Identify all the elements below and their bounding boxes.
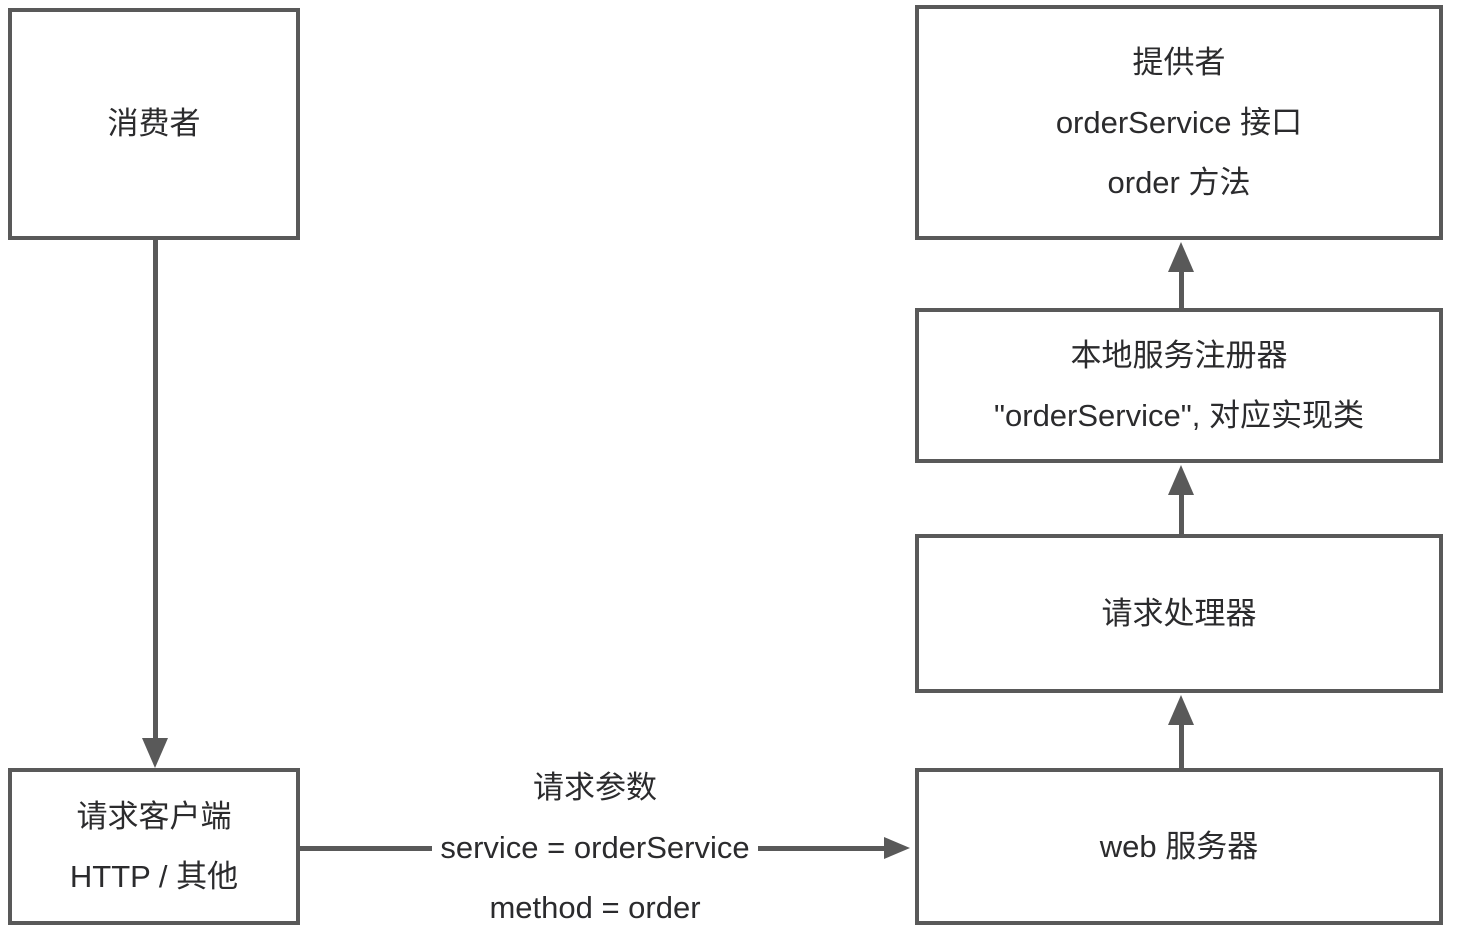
edge-label-method-param: method = order bbox=[489, 890, 701, 925]
arrow-up-icon bbox=[1168, 242, 1194, 272]
arrow-webserver-to-handler-line bbox=[1179, 722, 1184, 768]
node-local-registry-label-line2: "orderService", 对应实现类 bbox=[994, 397, 1364, 433]
node-consumer: 消费者 bbox=[8, 8, 300, 240]
arrow-registry-to-provider-line bbox=[1179, 269, 1184, 308]
node-provider-label-line2: orderService 接口 bbox=[1055, 104, 1303, 140]
node-request-client: 请求客户端 HTTP / 其他 bbox=[8, 768, 300, 925]
node-provider-label-line1: 提供者 bbox=[1132, 44, 1226, 80]
node-request-handler: 请求处理器 bbox=[915, 534, 1443, 693]
arrow-handler-to-registry-line bbox=[1179, 492, 1184, 534]
node-local-registry: 本地服务注册器 "orderService", 对应实现类 bbox=[915, 308, 1443, 463]
edge-label-service-param: service = orderService bbox=[330, 818, 860, 878]
node-provider: 提供者 orderService 接口 order 方法 bbox=[915, 5, 1443, 240]
arrow-down-icon bbox=[142, 738, 168, 768]
arrow-right-icon bbox=[884, 837, 910, 859]
node-web-server: web 服务器 bbox=[915, 768, 1443, 925]
arrow-up-icon bbox=[1168, 465, 1194, 495]
arrow-consumer-to-client-line bbox=[153, 240, 158, 740]
edge-label-request-params: 请求参数 service = orderService method = ord… bbox=[330, 758, 860, 938]
node-provider-label-line3: order 方法 bbox=[1107, 164, 1251, 200]
node-local-registry-label-line1: 本地服务注册器 bbox=[1070, 337, 1288, 373]
node-consumer-label: 消费者 bbox=[107, 106, 201, 141]
node-request-handler-label: 请求处理器 bbox=[1101, 595, 1257, 631]
node-request-client-label-line2: HTTP / 其他 bbox=[69, 858, 239, 894]
arrow-up-icon bbox=[1168, 695, 1194, 725]
node-request-client-label-line1: 请求客户端 bbox=[76, 798, 232, 834]
edge-label-title: 请求参数 bbox=[533, 770, 657, 805]
node-web-server-label: web 服务器 bbox=[1099, 828, 1259, 864]
